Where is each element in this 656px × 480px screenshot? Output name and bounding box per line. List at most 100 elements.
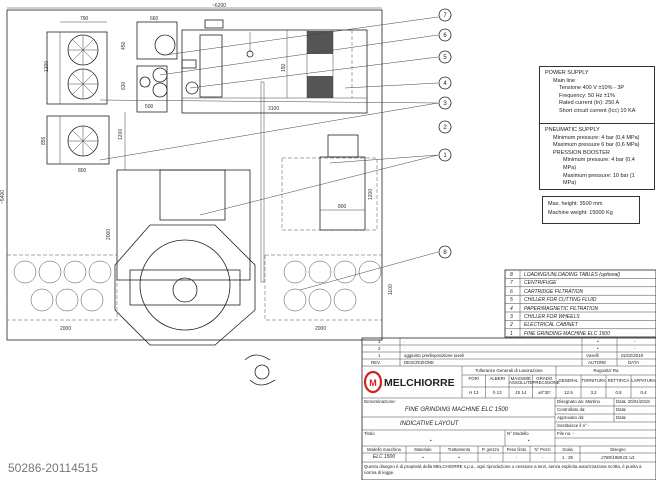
approved-date: Data:	[616, 415, 627, 420]
fine-grinding-machine: 2000	[106, 169, 256, 346]
svg-text:ELECTRICAL CABINET: ELECTRICAL CABINET	[524, 322, 579, 328]
rev-author: •	[597, 338, 599, 344]
tolerance-header: FORI	[468, 375, 480, 381]
tolerance-value: h 13	[492, 389, 502, 395]
dim-gap-vertical: 1200	[118, 129, 124, 140]
model-number-value: •	[528, 438, 530, 443]
booster-min: Minimum pressure: 4 bar (0,4 MPa)	[563, 157, 635, 171]
table-header: Materiale	[414, 446, 432, 452]
table-value: •	[422, 454, 424, 460]
roughness-header: LAPPATURA	[631, 378, 656, 383]
svg-text:3: 3	[510, 314, 513, 320]
tolerance-value: ±0°30'	[538, 389, 551, 395]
rev-date: -	[634, 338, 636, 344]
rev-number: 3	[378, 338, 381, 344]
short-circuit-current: Short circuit current (Icc) 10 KA	[559, 107, 636, 114]
tolerance-header: MASSIME ASSOLUTE	[509, 375, 533, 386]
dim-chiller2-width: 800	[78, 168, 87, 174]
svg-text:7: 7	[510, 280, 513, 286]
table-value-drawing: 2780/1808.01 U1	[601, 454, 635, 460]
svg-text:PAPER/MAGNETIC FILTRATION: PAPER/MAGNETIC FILTRATION	[524, 306, 599, 312]
balloon-8: 8	[443, 250, 447, 256]
tolerance-header: ALBERI	[489, 375, 506, 381]
approved-by: Approvato da:	[557, 415, 585, 420]
roughness-header: RETTIFICA	[607, 378, 630, 383]
svg-text:2: 2	[509, 322, 513, 328]
svg-text:CARTRIDGE FILTRATION: CARTRIDGE FILTRATION	[524, 289, 584, 295]
svg-text:LOADING/UNLOADING TABLES (opti: LOADING/UNLOADING TABLES (optional)	[524, 272, 620, 278]
plant-boundary	[6, 9, 383, 341]
dim-table-right: 2000	[315, 326, 326, 332]
machine-weight: Machine weight: 15000 Kg	[548, 210, 613, 216]
tolerances-title: Tolleranze Generali di Lavorazione	[475, 367, 543, 373]
svg-text:6: 6	[510, 289, 513, 295]
centrifuge: 660 450 500 630	[121, 16, 178, 113]
balloon-1: 1	[443, 153, 447, 159]
dim-table-left: 2000	[60, 326, 71, 332]
voltage: Tensione 400 V ±10% - 3P	[559, 85, 625, 92]
table-header: Modello macchina	[367, 446, 401, 452]
pneumatic-min: Minimum pressure: 4 bar (0,4 MPa)	[553, 134, 640, 141]
svg-text:CENTRIFUGE: CENTRIFUGE	[524, 280, 557, 286]
rev-number: 2	[378, 345, 381, 351]
rev-author: Vaselli	[586, 352, 599, 358]
rev-number: 1	[378, 352, 381, 358]
balloon-2: 2	[443, 125, 447, 131]
tolerance-header: GRADO PRECISIONE	[532, 375, 560, 386]
balloon-3: 3	[443, 101, 447, 107]
max-height: Max. height: 3500 mm	[548, 201, 603, 207]
dim-pump-width: 660	[150, 16, 159, 22]
rev-author: •	[597, 345, 599, 351]
table-value: -	[515, 454, 518, 460]
titolo-value: •	[430, 438, 432, 443]
svg-text:M: M	[369, 378, 377, 388]
balloon-5: 5	[443, 55, 447, 61]
svg-text:5: 5	[510, 297, 513, 303]
roughness-value: 12.5	[564, 389, 573, 395]
pneumatic-max: Maximum pressure 6 bar (0,6 MPa)	[553, 142, 640, 149]
roughness-value: 0.4	[640, 389, 647, 395]
tolerance-value: JS 14	[515, 389, 527, 395]
table-value-model: ELC 1500	[372, 454, 396, 460]
drawn-date: Data: 20/01/2018	[616, 399, 650, 404]
rev-header: REV.	[371, 359, 381, 365]
balloon-4: 4	[443, 81, 447, 87]
filtration-unit: 3100 150	[181, 19, 368, 114]
dim-chiller-width: 790	[80, 16, 89, 22]
balloon-7: 7	[443, 13, 447, 19]
roughness-title: Rugosita' Ra	[593, 367, 619, 373]
melchiorre-logo: M MELCHIORRE	[363, 370, 455, 394]
dim-pump-height: 450	[121, 41, 127, 50]
watermark: 50286-20114515	[8, 461, 98, 475]
electrical-cabinet: 800 1200	[281, 134, 378, 231]
operator-icon	[244, 354, 276, 386]
table-header: P. grezzo	[481, 446, 500, 452]
tolerance-value: H 13	[469, 389, 479, 395]
table-value-scale: 1 : 25	[562, 454, 573, 460]
rev-description: -	[404, 338, 406, 344]
dim-overall-height: ~5400	[0, 190, 6, 204]
balloon-6: 6	[443, 33, 447, 39]
balloons: 7 6 5 4 3 2 1 8	[99, 8, 452, 291]
dim-cabinet-width: 3100	[268, 106, 279, 112]
machine-specs-box: Max. height: 3500 mm Machine weight: 150…	[542, 196, 640, 224]
author-header: AUTORE	[588, 359, 607, 365]
svg-text:CHILLER FOR WHEELS: CHILLER FOR WHEELS	[524, 314, 580, 320]
replaces: Sostituisce il n° -	[557, 423, 590, 428]
dim-machine-depth: 2000	[106, 229, 112, 240]
drawn-by: Disegnato da: Martino	[557, 399, 600, 404]
table-value: •	[458, 454, 460, 460]
pneumatic-title: PNEUMATIC SUPPLY	[545, 127, 600, 133]
table-header: N° Pezzi	[534, 446, 551, 452]
brand-name: MELCHIORRE	[384, 377, 455, 389]
table-header: Disegno	[610, 446, 626, 452]
rated-current: Rated current (In): 250 A	[559, 100, 620, 107]
svg-text:CHILLER FOR CUTTING FLUID: CHILLER FOR CUTTING FLUID	[524, 297, 597, 303]
svg-text:FINE GRINDING MACHINE ELC 1500: FINE GRINDING MACHINE ELC 1500	[524, 331, 610, 337]
titolo-label: Titolo	[364, 430, 375, 436]
booster-max: Maximum pressure: 10 bar (1 MPa)	[563, 172, 635, 187]
dim-overall-width: ~6200	[212, 3, 226, 9]
table-value: -	[489, 454, 492, 460]
desc-header: DESCRIZIONE	[404, 359, 435, 365]
